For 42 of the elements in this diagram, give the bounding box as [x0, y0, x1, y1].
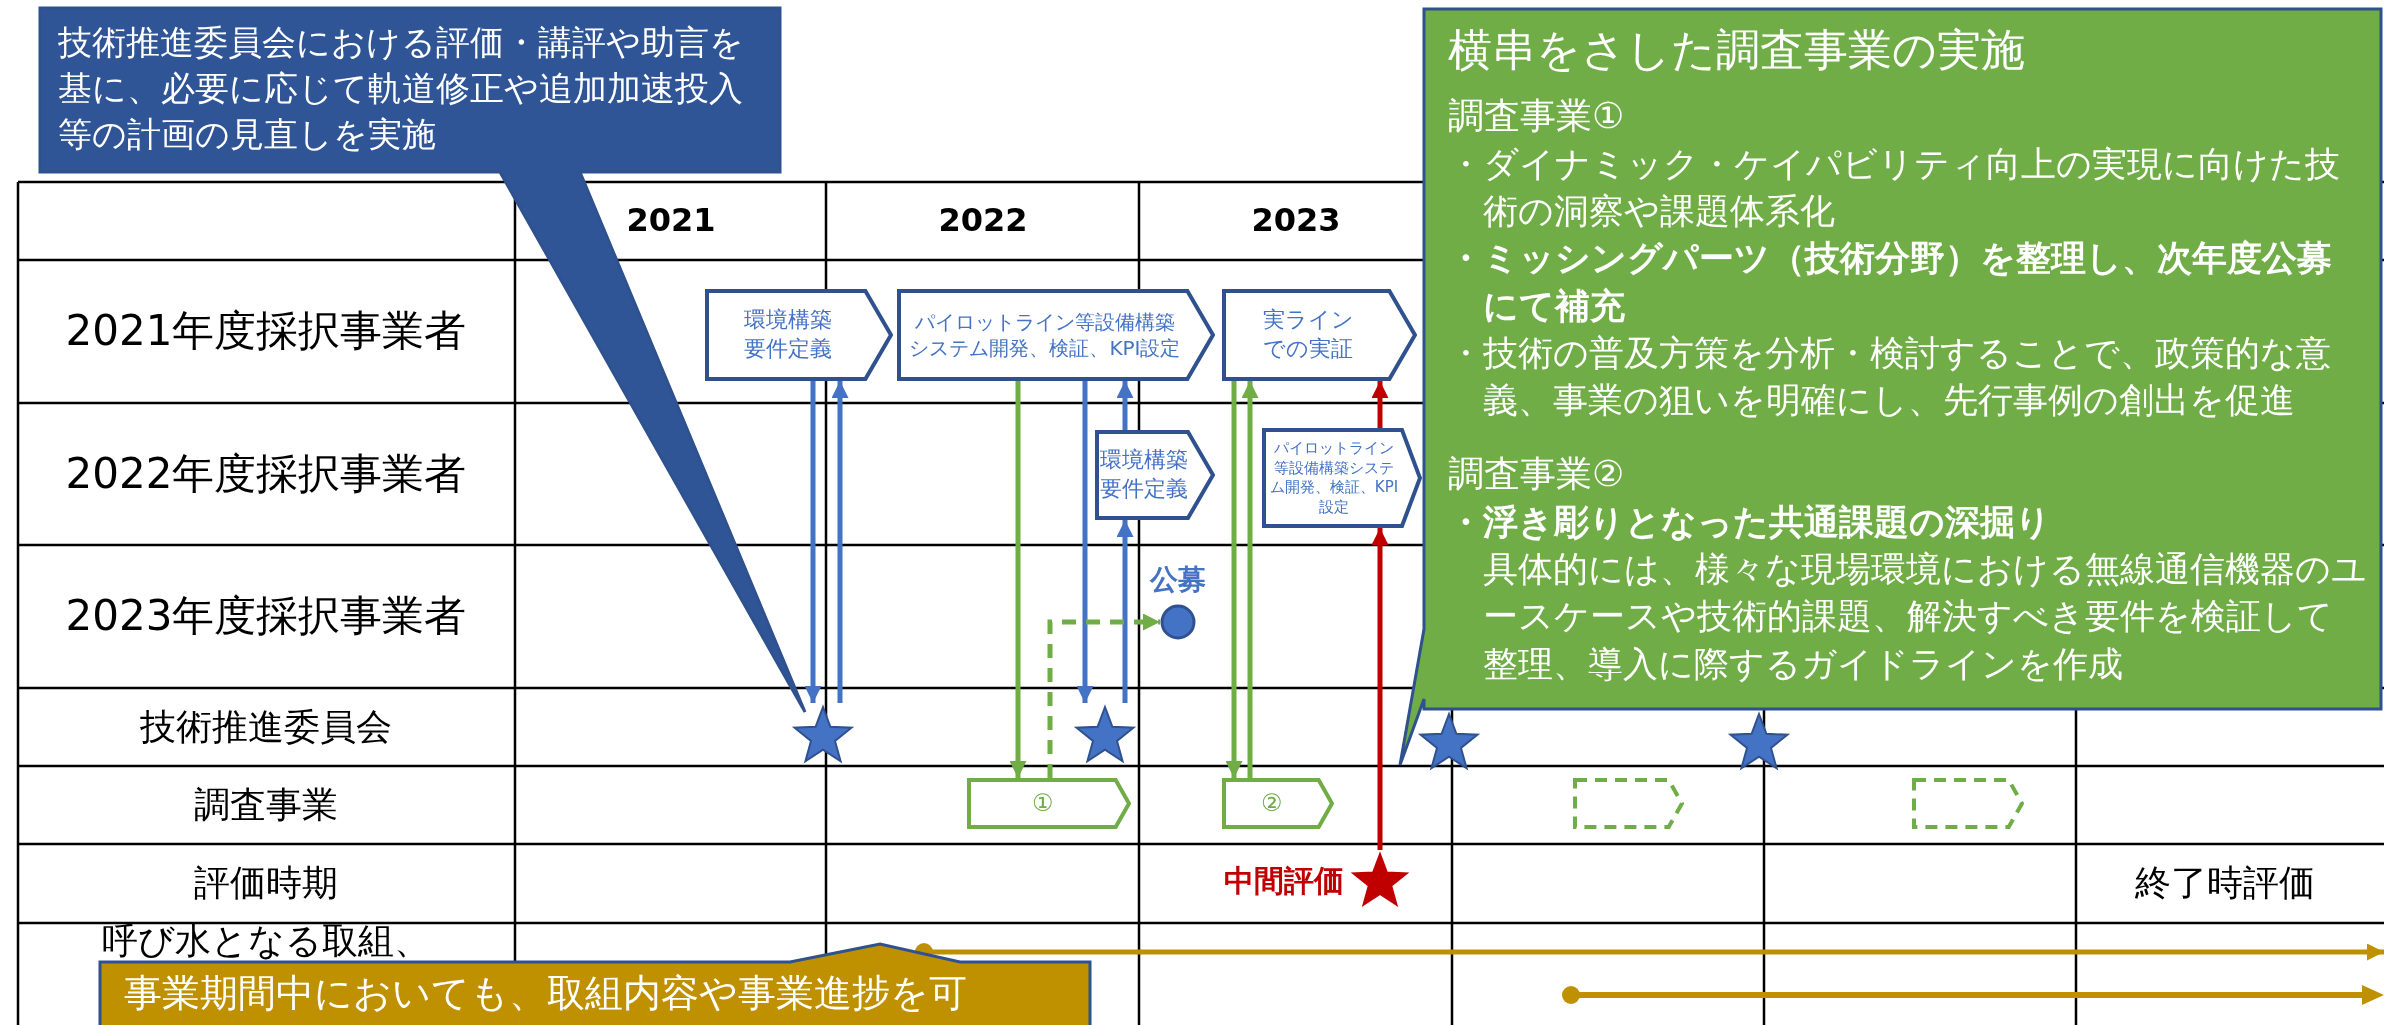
bullet-text: ・ダイナミック・ケイパビリティ向上の実現に向けた技術の洞察や課題体系化 — [1448, 142, 2341, 234]
marker-caption: 公募 — [1150, 565, 1206, 596]
arrow — [831, 381, 849, 703]
marker-caption: 中間評価 — [1224, 863, 1344, 897]
chevron-box: パイロットライン等設備構築システム開発、検証、KPI設定 — [1262, 428, 1422, 528]
row-label: 評価時期 — [194, 863, 338, 903]
arrow — [804, 381, 822, 703]
callout-text: 具体的には、様々な現場環境における無線通信機器のユースケースや技術的課題、解決すべき要件を検証して整理、導入に際するガイドラインを作成 — [1482, 548, 2367, 686]
arrow — [1047, 613, 1160, 778]
bullet-text: ・ミッシングパーツ（技術分野）を整理し、次年度公募にて補充 — [1448, 237, 2333, 328]
arrow — [1225, 381, 1243, 778]
column-header: 2023 — [1251, 203, 1341, 239]
chevron-box: 環境構築要件定義 — [705, 289, 893, 381]
column-header: 2022 — [938, 203, 1028, 239]
arrow — [1371, 381, 1389, 428]
cell-text: 終了時評価 — [2135, 863, 2315, 903]
callout-text: 事業期間中においても、取組内容や事業進捗を可 — [124, 970, 968, 1017]
chevron-box: 実ラインでの実証 — [1222, 289, 1417, 381]
arrow — [1241, 381, 1259, 778]
chevron-box: 環境構築要件定義 — [1095, 430, 1215, 520]
callout-subheading: 調査事業② — [1448, 452, 1626, 497]
row-label: 2021年度採択事業者 — [65, 307, 467, 355]
row-label: 技術推進委員会 — [140, 707, 392, 747]
arrow — [1009, 381, 1027, 778]
chevron-box: ② — [1222, 778, 1334, 829]
row-label: 2022年度採択事業者 — [65, 450, 467, 498]
callout-subheading: 調査事業① — [1448, 94, 1626, 139]
column-header: 2021 — [626, 203, 716, 239]
chevron-box: パイロットライン等設備構築システム開発、検証、KPI設定 — [897, 289, 1215, 381]
arrow — [1116, 381, 1134, 430]
bullet-text: ・浮き彫りとなった共通課題の深掘り — [1448, 500, 2052, 544]
arrow — [915, 943, 2384, 961]
bullet-text: ・技術の普及方策を分析・検討することで、政策的な意義、事業の狙いを明確にし、先行事例の創出を促進 — [1448, 331, 2332, 423]
row-label: 呼び水となる取組、 — [102, 921, 430, 961]
callout-heading: 横串をさした調査事業の実施 — [1448, 23, 2026, 77]
arrow — [1371, 528, 1389, 850]
callout-text: 技術推進委員会における評価・講評や助言を基に、必要に応じて軌道修正や追加加速投入等の計画の見直しを実施 — [58, 21, 745, 156]
arrow — [1116, 520, 1134, 703]
chevron-box: ① — [967, 778, 1131, 829]
row-label: 2023年度採択事業者 — [65, 592, 467, 640]
arrow — [1076, 381, 1094, 703]
row-label: 調査事業 — [194, 785, 338, 825]
